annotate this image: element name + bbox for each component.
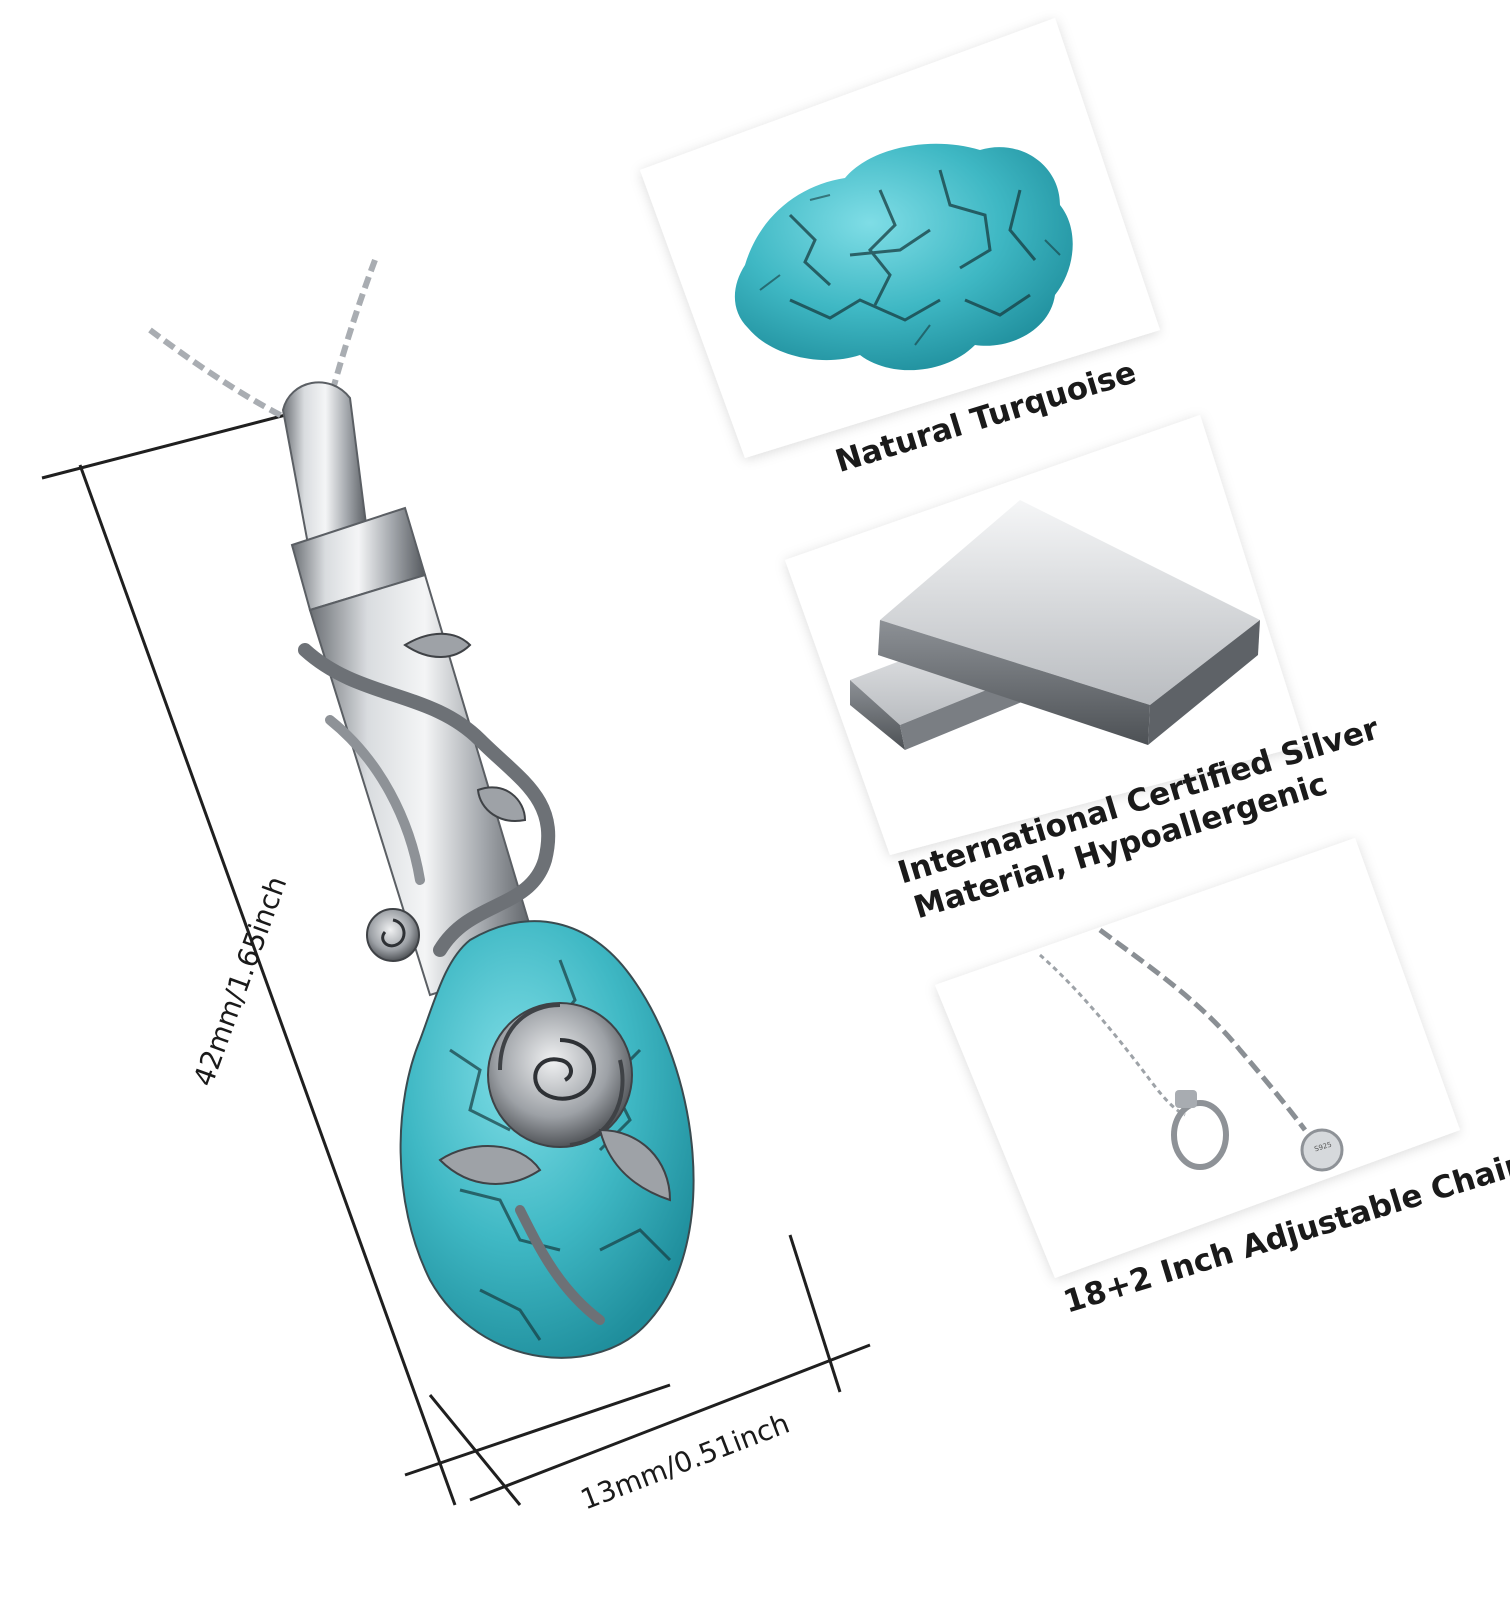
height-dimension [41,408,671,1506]
chain-detail-image [1039,927,1344,1172]
silver-card [785,415,1305,855]
silver-bars-image [850,500,1260,750]
turquoise-stone-image [734,143,1073,371]
pendant-necklace-image [148,258,695,1359]
width-dimension [428,1234,871,1506]
chain-card [935,838,1460,1278]
turquoise-card [640,18,1160,458]
